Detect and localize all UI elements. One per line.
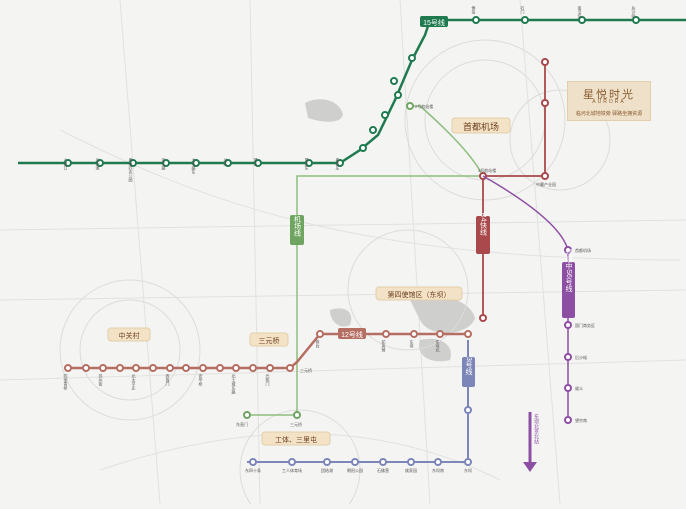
l3-station: 团结湖 xyxy=(321,467,333,473)
airport-station-labels: 2号航站楼 3号航站楼 东直门 三元桥 xyxy=(236,103,496,427)
s6-station: 国门商务区 xyxy=(575,322,595,328)
s6-station-labels: 首都机场 国门商务区 后沙峪 顺义 望京南 中赢产业园 xyxy=(536,181,595,423)
l3-station: 姚家园 xyxy=(405,467,417,473)
zhongguancun-label: 中关村 xyxy=(119,331,140,340)
line-15-station-labels: 六道口 北沙滩 奥林匹克公园 安立路 大屯路东 关庄 望京 望京东 崔各庄 俸伯… xyxy=(64,5,637,183)
l15-station: 奥林匹克公园 xyxy=(129,157,134,183)
l12-station: 东坝 xyxy=(410,339,415,349)
l12-station: 三元桥 xyxy=(300,367,312,373)
fourth-embassy-label: 第四使馆区（东坝） xyxy=(388,290,451,299)
l15-station: 俸伯 xyxy=(472,5,477,15)
line-12-station-labels: 四季青桥 苏州街 北太平庄 西直门 安华桥 北土城东路 光熙门 三元桥 将台 驼… xyxy=(64,339,441,395)
airport-station: 3号航站楼 xyxy=(478,167,496,173)
r4-badge xyxy=(476,216,490,254)
l15-station: 南法信 xyxy=(578,5,583,19)
r4-stations xyxy=(479,58,549,322)
airport-express-badge xyxy=(290,215,304,245)
s6-label: 规划中S6号线 xyxy=(565,247,573,292)
compass-label: 东坝北京北站 xyxy=(533,413,539,445)
brand-name: 星悦时光 xyxy=(583,89,635,101)
l12-station: 安华桥 xyxy=(199,373,204,387)
l3-station: 东坝南 xyxy=(432,467,444,473)
s6-badge xyxy=(562,262,575,318)
l15-station: 后沙峪 xyxy=(632,5,637,19)
l12-station: 西直门 xyxy=(166,374,171,387)
l15-station: 大屯路东 xyxy=(192,157,197,174)
l15-station: 安立路 xyxy=(162,157,167,171)
l12-station: 光熙门 xyxy=(266,373,271,387)
brand-tagline: 临河北城地铁旁 驿路坐拥资源 xyxy=(575,111,643,117)
line-s6 xyxy=(482,175,569,420)
line-12-stations xyxy=(64,330,472,372)
l12-station: 苏州街 xyxy=(99,373,104,387)
l15-station: 望京 xyxy=(254,157,259,167)
l12-station: 四季青桥 xyxy=(64,374,69,391)
line-3-station-labels: 东四十条 工人体育场 团结湖 朝阳公园 石佛营 姚家园 东坝南 东坝 xyxy=(245,467,472,473)
s6-stations xyxy=(564,246,572,424)
gongti-label: 工体、三里屯 xyxy=(275,435,317,444)
l15-station: 北沙滩 xyxy=(96,157,101,171)
line-12-badge xyxy=(338,328,366,339)
l12-station: 驼房营 xyxy=(382,339,387,353)
l3-station: 东四十条 xyxy=(245,467,261,473)
l3-station: 东坝 xyxy=(464,467,472,473)
s6-station: 顺义 xyxy=(575,385,583,391)
s6-station: 望京南 xyxy=(575,417,587,423)
airport-express-line xyxy=(247,105,485,416)
line-3-stations xyxy=(249,406,472,466)
area-labels: 首都机场 第四使馆区（东坝） 中关村 三元桥 工体、三里屯 xyxy=(107,117,511,446)
line-15-label: 15号线 xyxy=(423,18,445,27)
l12-station: 东坝北 xyxy=(436,339,441,353)
r4-label: R4快线 xyxy=(480,213,488,236)
l15-station: 崔各庄 xyxy=(336,157,341,171)
l12-station: 北土城东路 xyxy=(232,373,237,395)
brand-logo-box: 星悦时光 AURORA 临河北城地铁旁 驿路坐拥资源 xyxy=(567,81,651,121)
l12-station: 北太平庄 xyxy=(132,373,137,391)
l15-station: 石门 xyxy=(521,6,526,15)
s6-station: 后沙峪 xyxy=(575,354,587,360)
airport-area-label: 首都机场 xyxy=(463,121,499,132)
airport-station: 2号航站楼 xyxy=(415,103,433,109)
l3-station: 工人体育场 xyxy=(282,467,302,473)
l15-station: 关庄 xyxy=(224,157,229,167)
direction-indicator: 东坝北京北站 xyxy=(523,412,539,472)
line-15-badge xyxy=(420,16,448,27)
line-3-label: 3号线 xyxy=(465,357,473,375)
l15-station: 六道口 xyxy=(64,157,69,171)
sanyuanqiao-label: 三元桥 xyxy=(259,336,280,345)
brand-english-name: AURORA xyxy=(592,99,626,105)
airport-station: 三元桥 xyxy=(290,421,302,427)
l3-station: 朝阳公园 xyxy=(347,467,363,473)
airport-express-label: 机场线 xyxy=(294,215,302,237)
airport-station: 东直门 xyxy=(236,421,248,427)
area-circles xyxy=(59,39,611,509)
line-3-badge xyxy=(462,357,475,387)
line-12-label: 12号线 xyxy=(341,330,363,339)
water-bodies xyxy=(305,99,475,362)
airport-express-stations xyxy=(243,102,414,419)
l3-station: 石佛营 xyxy=(377,467,389,473)
s6-station: 首都机场 xyxy=(575,247,591,253)
s6-station: 中赢产业园 xyxy=(536,181,556,187)
l15-station: 望京东 xyxy=(305,157,310,170)
l12-station: 将台 xyxy=(316,339,321,349)
line-r4 xyxy=(482,62,546,318)
